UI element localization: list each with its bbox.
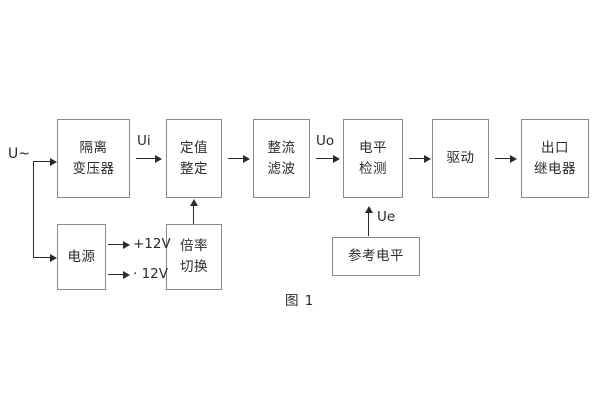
- block-output-relay-line1: 出口: [541, 139, 569, 156]
- block-output-relay-line2: 继电器: [534, 160, 576, 177]
- arrow-multiplier-to-setting: [190, 199, 198, 206]
- arrow-rectify-to-level: [333, 155, 340, 163]
- block-rectify-filter-line2: 滤波: [267, 160, 296, 177]
- block-reference-level[interactable]: 参考电平: [332, 237, 420, 276]
- input-source-label: U~: [8, 146, 30, 162]
- figure-caption: 图 1: [285, 293, 315, 309]
- block-level-detection-line2: 检测: [359, 160, 387, 177]
- block-level-detection-line1: 电平: [359, 139, 387, 156]
- line-rail-neg-12v: [108, 274, 126, 276]
- block-setting-value[interactable]: 定值 整定: [166, 119, 222, 198]
- block-rectify-filter[interactable]: 整流 滤波: [253, 119, 310, 198]
- block-multiplier-switch-line2: 切换: [180, 259, 208, 275]
- block-power-supply-line1: 电源: [67, 248, 96, 265]
- signal-label-ui: Ui: [137, 133, 151, 149]
- arrow-level-to-drive: [424, 155, 431, 163]
- block-reference-level-line1: 参考电平: [348, 248, 404, 265]
- arrow-rail-pos-12v: [123, 241, 130, 249]
- arrow-transformer-to-setting: [155, 155, 162, 163]
- block-isolation-transformer[interactable]: 隔离 变压器: [57, 119, 130, 198]
- block-isolation-transformer-line2: 变压器: [72, 160, 115, 177]
- block-drive[interactable]: 驱动: [432, 119, 489, 198]
- block-multiplier-switch[interactable]: 倍率 切换: [166, 224, 222, 290]
- signal-label-uo: Uo: [316, 133, 335, 149]
- line-rectify-to-level: [316, 158, 338, 160]
- block-isolation-transformer-line1: 隔离: [79, 139, 108, 156]
- line-multiplier-to-setting: [193, 205, 195, 225]
- arrow-input-to-transformer: [50, 158, 57, 166]
- arrow-drive-to-relay: [510, 155, 517, 163]
- line-rail-pos-12v: [108, 244, 126, 246]
- line-reference-to-level: [368, 212, 370, 236]
- arrow-input-to-power: [50, 254, 57, 262]
- block-output-relay[interactable]: 出口 继电器: [521, 119, 589, 198]
- input-branch-vertical: [33, 161, 35, 258]
- arrow-reference-to-level: [365, 206, 373, 213]
- block-rectify-filter-line1: 整流: [267, 139, 296, 156]
- block-level-detection[interactable]: 电平 检测: [343, 119, 403, 198]
- line-setting-to-rectify: [228, 158, 246, 160]
- input-to-transformer-line: [33, 161, 53, 163]
- block-setting-value-line2: 整定: [180, 160, 208, 177]
- arrow-setting-to-rectify: [243, 155, 250, 163]
- signal-label-ue: Ue: [377, 209, 396, 225]
- line-transformer-to-setting: [136, 158, 158, 160]
- line-level-to-drive: [409, 158, 427, 160]
- input-to-power-line: [33, 257, 53, 259]
- arrow-rail-neg-12v: [123, 271, 130, 279]
- line-drive-to-relay: [495, 158, 513, 160]
- block-power-supply[interactable]: 电源: [57, 224, 106, 290]
- rail-label-pos-12v: +12V: [133, 236, 171, 252]
- rail-label-neg-12v: · 12V: [133, 266, 168, 282]
- block-drive-line1: 驱动: [446, 150, 475, 167]
- block-multiplier-switch-line1: 倍率: [180, 238, 208, 255]
- block-setting-value-line1: 定值: [180, 139, 208, 156]
